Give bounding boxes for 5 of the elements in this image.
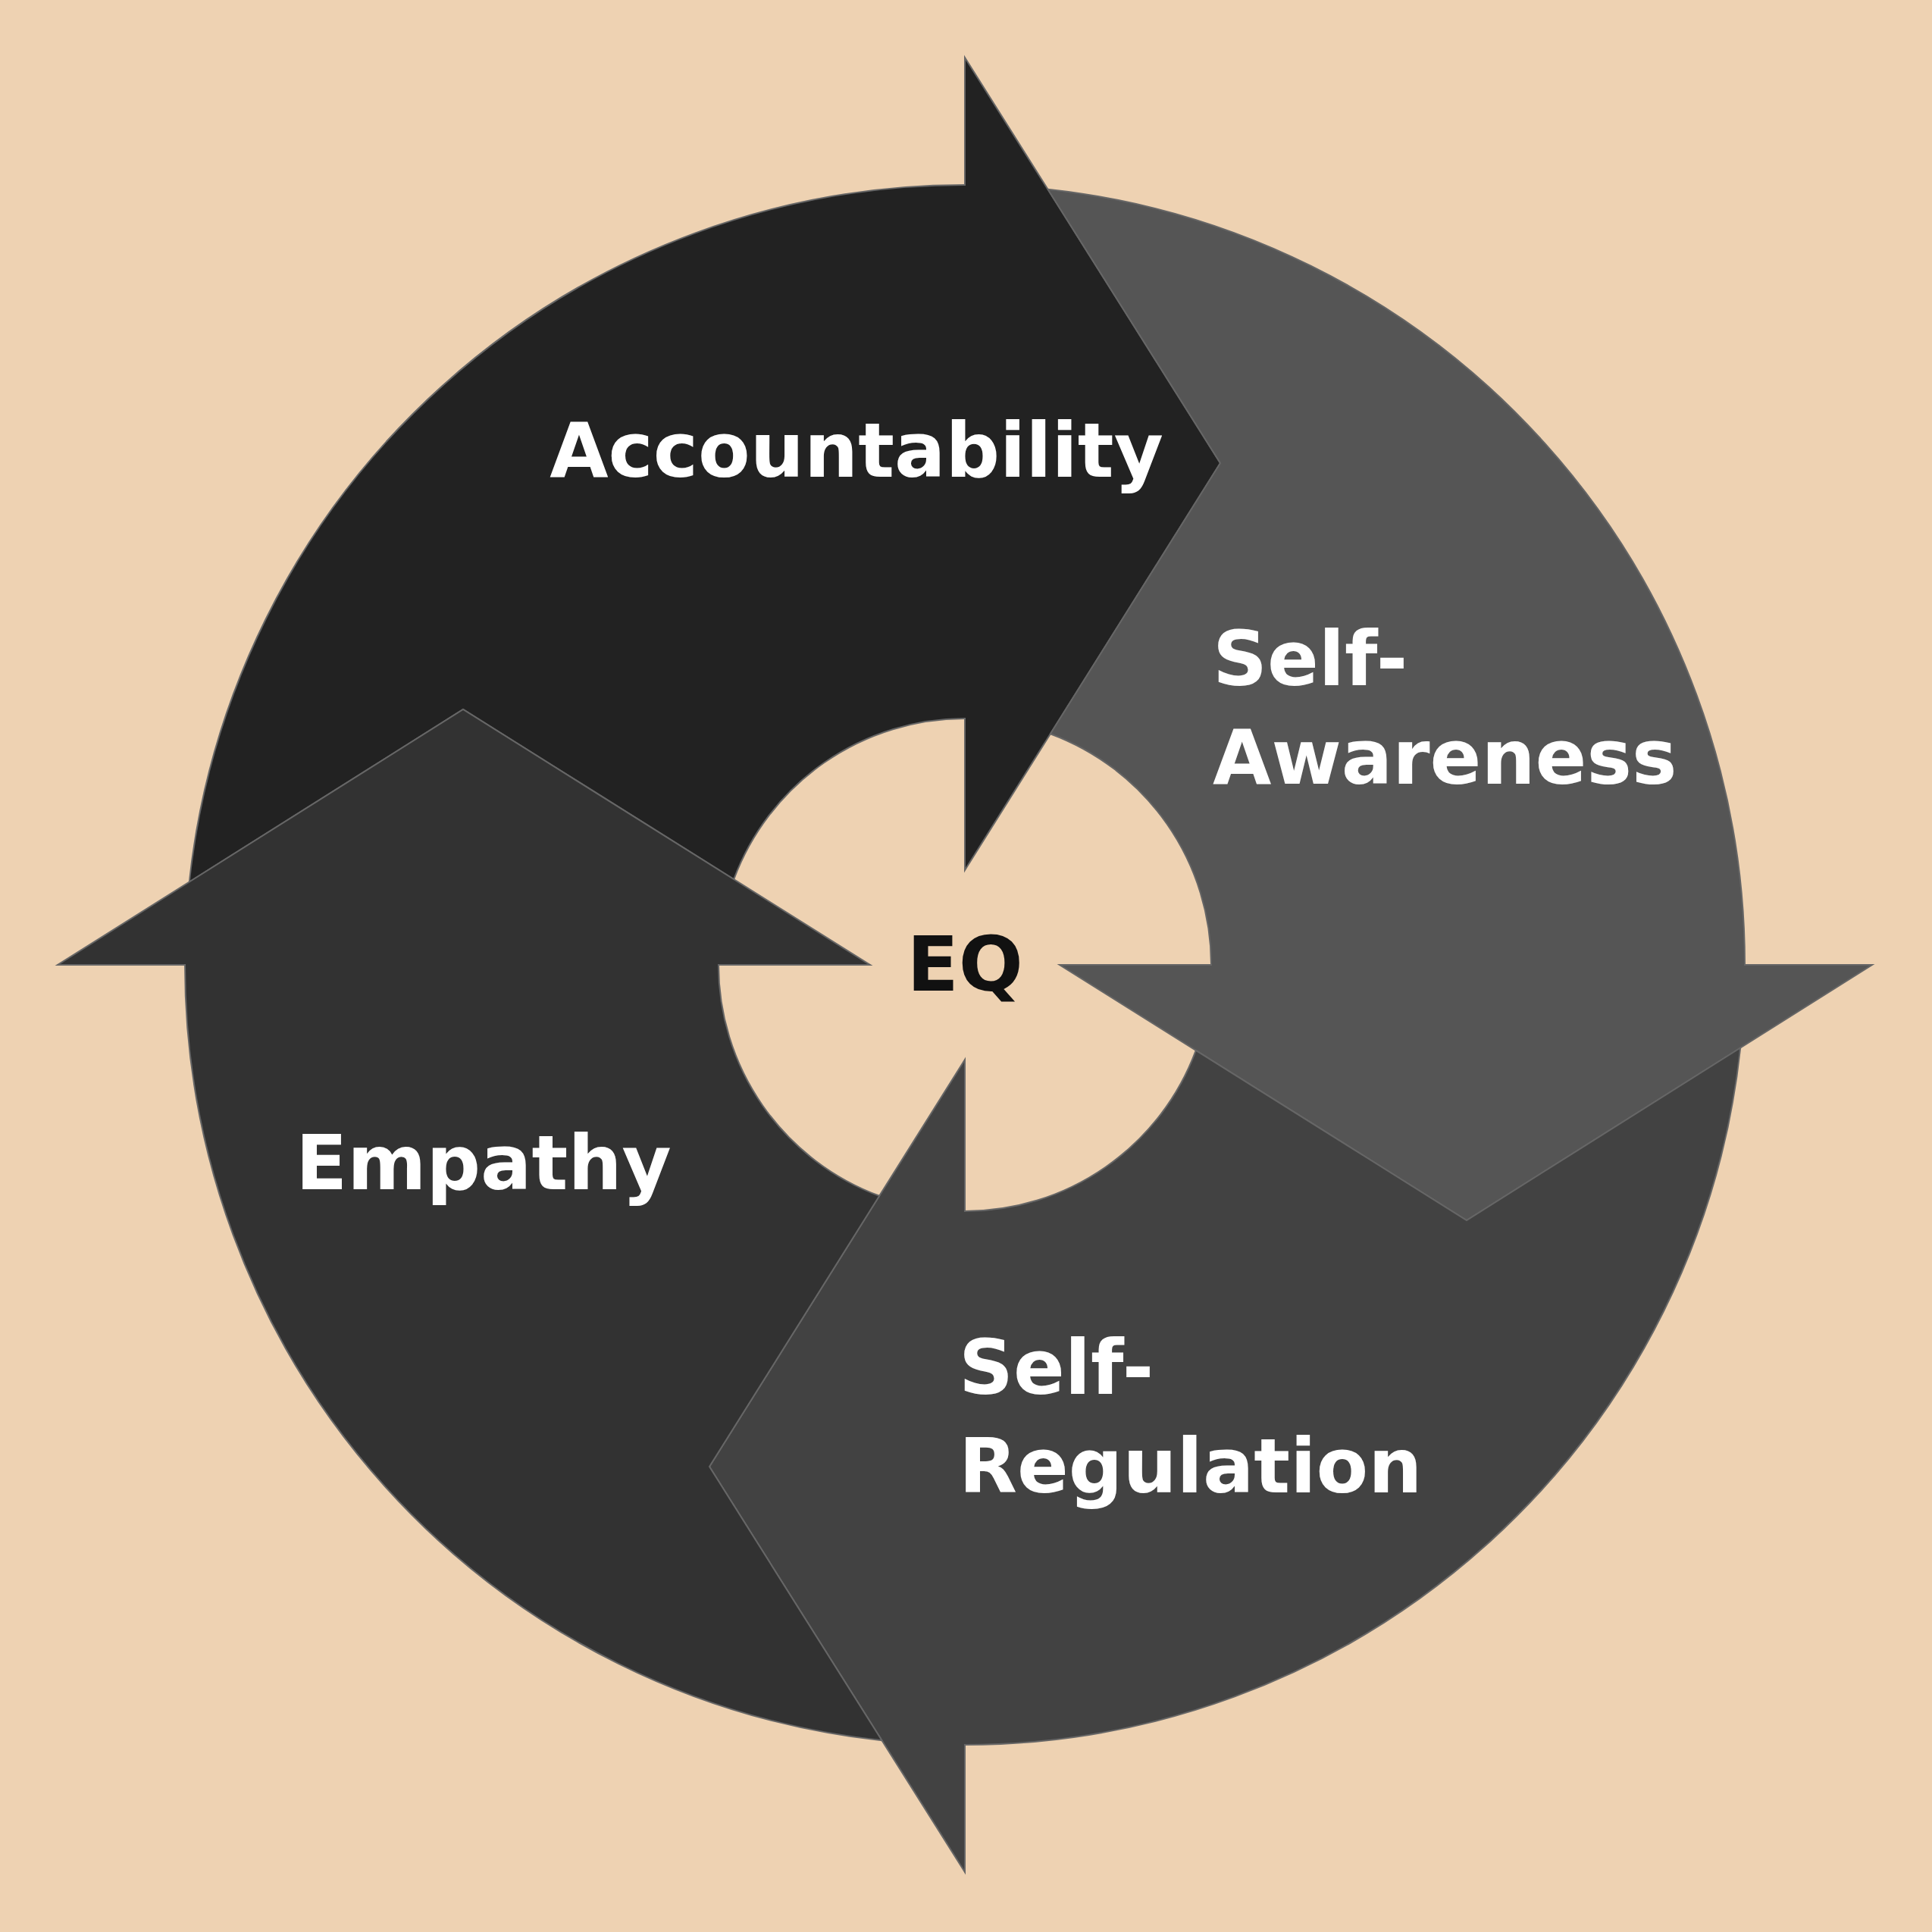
- segment-label: Empathy: [296, 1118, 672, 1209]
- segment-label: Accountability: [549, 406, 1164, 496]
- segment-label: Self-Awareness: [1213, 614, 1678, 803]
- center-label: EQ: [907, 919, 1023, 1010]
- segment-label: Self-Regulation: [959, 1323, 1423, 1512]
